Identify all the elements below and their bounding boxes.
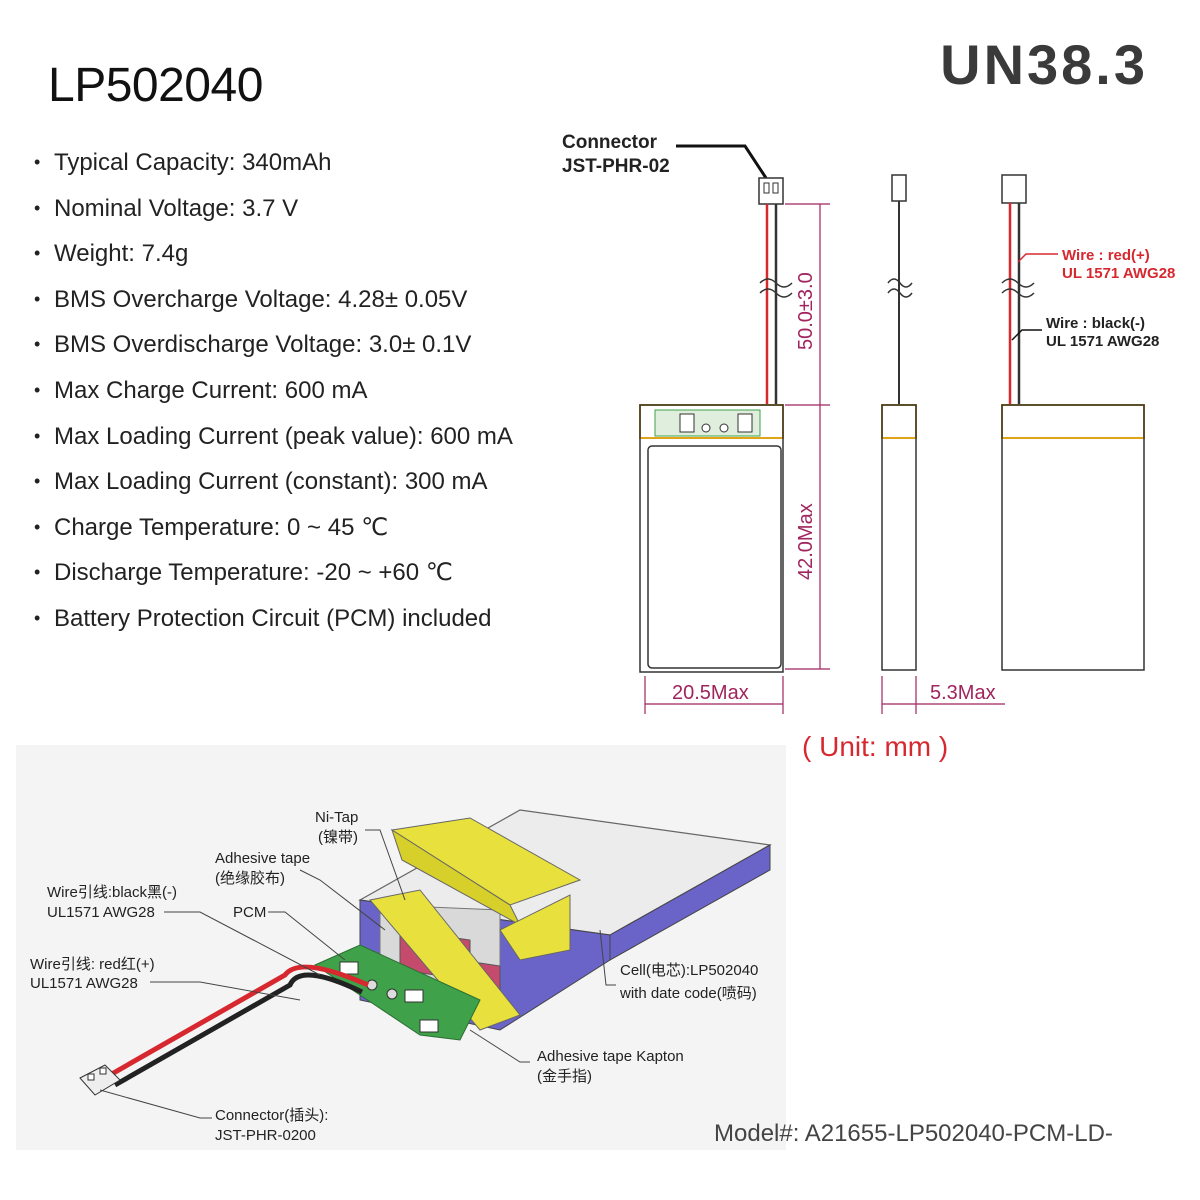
- connector-model-label: JST-PHR-02: [562, 156, 670, 177]
- connector-cn-label: Connector(插头):: [215, 1107, 328, 1124]
- cell-date-code: with date code(喷码): [619, 985, 757, 1002]
- wire-red-spec: UL 1571 AWG28: [1062, 265, 1175, 282]
- pcm-label: PCM: [233, 904, 266, 921]
- exploded-connector: [79, 1064, 121, 1096]
- connector-leader: [676, 144, 768, 179]
- spec-item: •Max Loading Current (constant): 300 mA: [34, 468, 488, 496]
- cell-outline: [639, 404, 784, 673]
- spec-item: •Max Loading Current (peak value): 600 m…: [34, 422, 513, 450]
- height-dimension: 42.0Max: [795, 503, 817, 580]
- rear-view: Wire : red(+) UL 1571 AWG28 Wire : black…: [1001, 174, 1175, 671]
- lead-dimension: 50.0±3.0: [795, 272, 817, 350]
- kapton-cn: (金手指): [537, 1068, 592, 1085]
- connector-cn-model: JST-PHR-0200: [215, 1127, 316, 1144]
- wire-red-label: Wire : red(+): [1062, 247, 1150, 264]
- red-wire-label: Wire引线: red红(+): [30, 956, 155, 973]
- spec-item: •Max Charge Current: 600 mA: [34, 376, 368, 404]
- spec-item: •Typical Capacity: 340mAh: [34, 149, 332, 176]
- adhesive-label: Adhesive tape: [215, 850, 310, 867]
- unit-note: ( Unit: mm ): [802, 731, 949, 762]
- spec-item: •Nominal Voltage: 3.7 V: [34, 194, 299, 222]
- black-wire-spec: UL1571 AWG28: [47, 904, 155, 921]
- spec-item: •Battery Protection Circuit (PCM) includ…: [34, 604, 492, 632]
- spec-item: •Discharge Temperature: -20 ~ +60 ℃: [34, 559, 453, 587]
- spec-item: •BMS Overdischarge Voltage: 3.0± 0.1V: [34, 331, 472, 359]
- cell-label: Cell(电芯):LP502040: [620, 962, 758, 979]
- kapton-label: Adhesive tape Kapton: [537, 1048, 684, 1065]
- red-wire-spec: UL1571 AWG28: [30, 975, 138, 992]
- connector-icon: [758, 177, 784, 205]
- front-view: 50.0±3.0 42.0Max 20.5Max: [639, 177, 830, 714]
- wire-black-spec: UL 1571 AWG28: [1046, 333, 1159, 350]
- exploded-red-wire: [108, 964, 370, 1078]
- adhesive-cn: (绝缘胶布): [215, 870, 285, 887]
- spec-item: •Charge Temperature: 0 ~ 45 ℃: [34, 513, 389, 541]
- product-title: LP502040: [48, 59, 263, 112]
- spec-list: •Typical Capacity: 340mAh •Nominal Volta…: [34, 140, 513, 642]
- spec-item: •BMS Overcharge Voltage: 4.28± 0.05V: [34, 285, 468, 313]
- wire-black-label: Wire : black(-): [1046, 315, 1145, 332]
- break-mark: [759, 278, 793, 288]
- thickness-dimension: 5.3Max: [930, 682, 996, 704]
- exploded-black-wire: [113, 972, 364, 1088]
- certification-badge: UN38.3: [940, 33, 1148, 96]
- connector-label: Connector: [562, 132, 658, 153]
- ni-tap-cn: (镍带): [318, 828, 358, 846]
- width-dimension: 20.5Max: [672, 682, 749, 704]
- model-number: Model#: A21655-LP502040-PCM-LD-: [714, 1120, 1113, 1147]
- black-wire-label: Wire引线:black黑(-): [47, 884, 177, 901]
- ni-tap-label: Ni-Tap: [315, 809, 358, 826]
- side-view: 5.3Max: [881, 174, 1005, 714]
- spec-item: •Weight: 7.4g: [34, 240, 189, 268]
